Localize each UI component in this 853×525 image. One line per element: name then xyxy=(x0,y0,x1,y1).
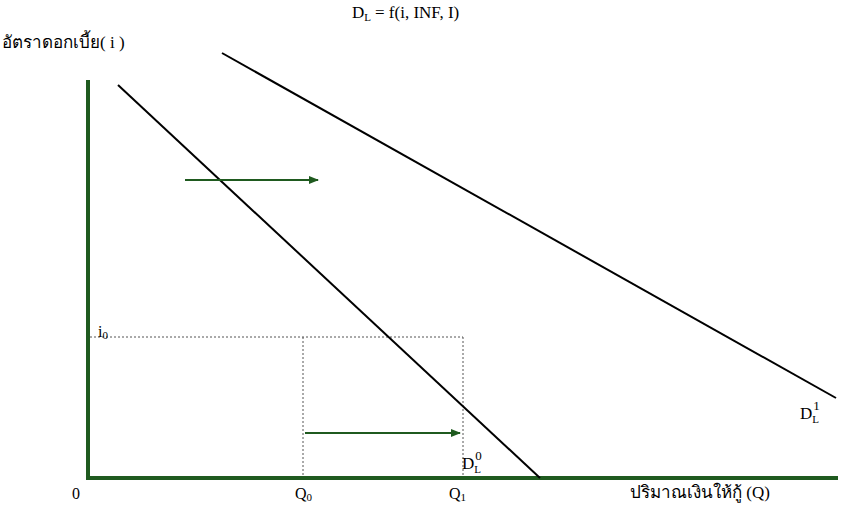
curve-label: D xyxy=(800,405,812,422)
guide-line xyxy=(90,337,463,338)
formula: = f(i, INF, I) xyxy=(375,4,459,21)
axis-title: อัตราดอกเบี้ย( i ) xyxy=(2,34,125,51)
y-axis xyxy=(86,80,90,480)
axis-tick-label: i xyxy=(98,324,102,340)
shift-arrow xyxy=(305,432,460,434)
subscript: L xyxy=(812,414,819,425)
superscript: 1 xyxy=(813,399,820,412)
curve-label: D xyxy=(462,455,474,472)
axis-tick-label: Q xyxy=(449,486,461,502)
subscript: 1 xyxy=(461,492,467,503)
subscript: L xyxy=(364,12,371,23)
x-axis xyxy=(86,476,838,480)
superscript: 0 xyxy=(475,449,482,462)
axis-tick-label: Q xyxy=(295,486,307,502)
demand-curve xyxy=(222,53,836,398)
origin-label: 0 xyxy=(72,486,80,502)
shift-arrow xyxy=(185,179,318,181)
demand-curve xyxy=(118,85,540,478)
subscript: 0 xyxy=(102,330,108,341)
subscript: L xyxy=(474,464,481,475)
formula-symbol: D xyxy=(352,4,364,21)
subscript: 0 xyxy=(307,492,313,503)
axis-title: ปริมาณเงินให้กู้ (Q) xyxy=(630,484,770,501)
guide-line xyxy=(303,337,304,476)
